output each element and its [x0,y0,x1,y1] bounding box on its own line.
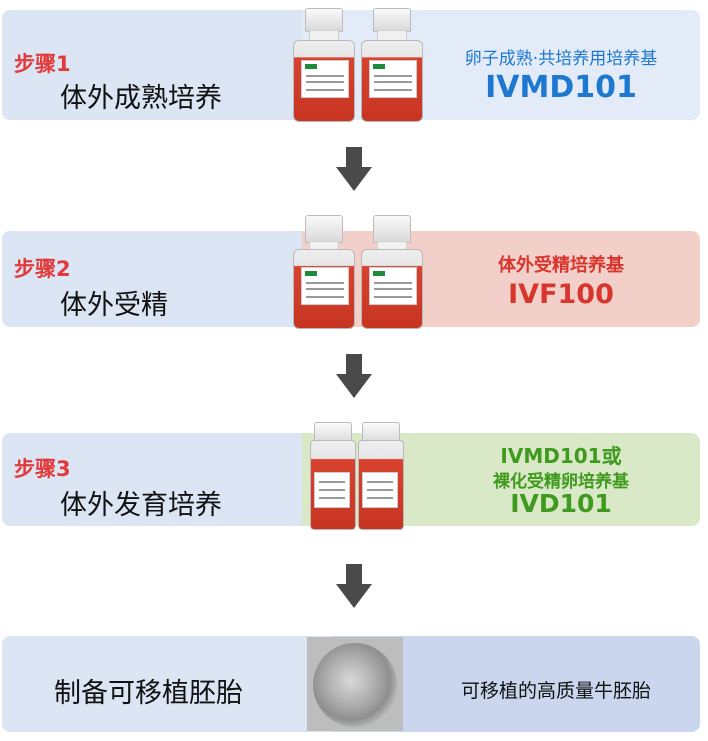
step-2-product-code: IVF100 [508,279,614,310]
step-1-product-code: IVMD101 [485,70,637,105]
step-3-label: 步骤3 [14,457,71,481]
medium-bottle-icon [358,422,404,530]
medium-bottle-icon [361,8,423,122]
step-1-label: 步骤1 [14,52,71,76]
step-1-title: 体外成熟培养 [60,83,222,114]
medium-bottle-icon [293,215,355,329]
step-3-title: 体外发育培养 [60,490,222,521]
step-2-title: 体外受精 [60,290,168,321]
final-left-panel [2,636,332,732]
medium-bottle-icon [361,215,423,329]
step-3-left-panel [2,433,302,526]
medium-bottle-icon [310,422,356,530]
step-1-medium-name: 卵子成熟·共培养用培养基 [464,49,658,69]
step-2-medium-name: 体外受精培养基 [498,255,624,276]
step-1-bottles [285,8,425,124]
arrow-down-icon [336,564,372,608]
step-2-label: 步骤2 [14,257,71,281]
step-3-product-code: IVD101 [510,489,612,518]
step-3-medium-line2: 裸化受精卵培养基 [493,472,629,492]
arrow-down-icon [336,147,372,191]
step-1-left-panel [2,10,302,120]
step-3-medium-line1: IVMD101或 [500,444,622,468]
embryo-photo-icon [307,637,403,731]
final-result: 可移植的高质量牛胚胎 [460,680,651,702]
step-1-row: 步骤1 体外成熟培养 卵子成熟·共培养用培养基 IVMD101 [2,10,700,120]
step-3-bottles [306,422,406,532]
final-title: 制备可移植胚胎 [54,678,243,709]
arrow-down-icon [336,354,372,398]
medium-bottle-icon [293,8,355,122]
step-2-left-panel [2,231,302,327]
step-2-bottles [287,215,427,331]
